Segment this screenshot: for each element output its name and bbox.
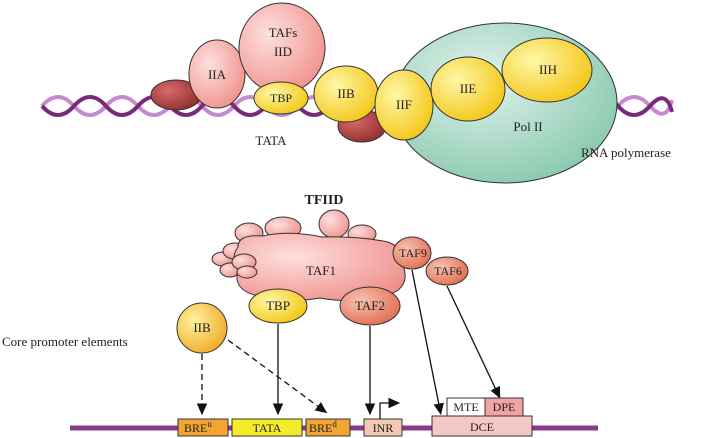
arrow-taf9-dce	[411, 269, 444, 416]
taf6-ellipse	[425, 256, 469, 286]
label-breu-main: BRE	[184, 421, 207, 435]
box-tata	[231, 418, 303, 437]
label-iid: IID	[274, 44, 292, 59]
taf2-ellipse	[339, 286, 401, 326]
label-tafs: TAFs	[269, 25, 298, 40]
label-taf9: TAF9	[399, 246, 427, 260]
upper-panel: TAFs IID IIA TBP IIB IIF IIE IIH Pol II …	[40, 2, 674, 184]
label-iie: IIE	[460, 81, 477, 96]
label-tfiid-title: TFIID	[305, 193, 344, 208]
lower-panel: TFIID TAF1 TAF9 TAF6 TAF2 TBP IIB	[2, 193, 598, 437]
label-bred: BREd	[309, 419, 337, 435]
label-bred-main: BRE	[309, 421, 332, 435]
label-iib-lower: IIB	[193, 320, 211, 335]
box-bred	[305, 418, 351, 437]
tbp-upper-ellipse	[253, 81, 309, 115]
label-inr: INR	[373, 421, 394, 435]
box-breu	[177, 418, 229, 437]
label-tbp-lower: TBP	[266, 298, 290, 313]
iib-lower-ellipse	[176, 302, 228, 354]
label-dpe: DPE	[493, 400, 516, 414]
label-taf6: TAF6	[434, 264, 462, 278]
iif-ellipse	[374, 69, 434, 141]
iia-ellipse	[188, 39, 246, 109]
label-bred-sup: d	[332, 419, 337, 429]
tss-arrow	[379, 397, 401, 419]
iih-ellipse	[501, 37, 593, 103]
label-tata-box: TATA	[253, 421, 282, 435]
label-taf2: TAF2	[355, 298, 385, 313]
label-iia: IIA	[208, 67, 227, 82]
taf1-inner-blob	[236, 265, 258, 279]
arrow-iib-bred	[227, 339, 328, 414]
tfiid-bump	[318, 209, 350, 239]
label-tata-upper: TATA	[255, 133, 287, 148]
label-iih: IIH	[539, 62, 557, 77]
label-pol2: Pol II	[513, 119, 542, 134]
label-dce: DCE	[470, 420, 494, 434]
tbp-lower-ellipse	[248, 288, 308, 324]
arrows	[196, 269, 501, 416]
label-breu-sup: u	[207, 419, 212, 429]
box-dpe	[484, 397, 524, 417]
label-core-promoter: Core promoter elements	[2, 334, 128, 349]
label-taf1: TAF1	[306, 263, 336, 278]
label-tbp-upper: TBP	[270, 91, 292, 105]
iie-ellipse	[430, 56, 506, 122]
label-mte: MTE	[453, 400, 478, 414]
box-inr	[363, 418, 403, 437]
label-iif: IIF	[396, 97, 412, 112]
taf9-ellipse	[392, 236, 432, 270]
label-breu: BREu	[184, 419, 212, 435]
label-iib-upper: IIB	[337, 86, 355, 101]
label-rna-polymerase: RNA polymerase	[581, 145, 671, 160]
taf1-body	[233, 232, 406, 302]
arrow-taf6-dpe	[446, 285, 501, 399]
